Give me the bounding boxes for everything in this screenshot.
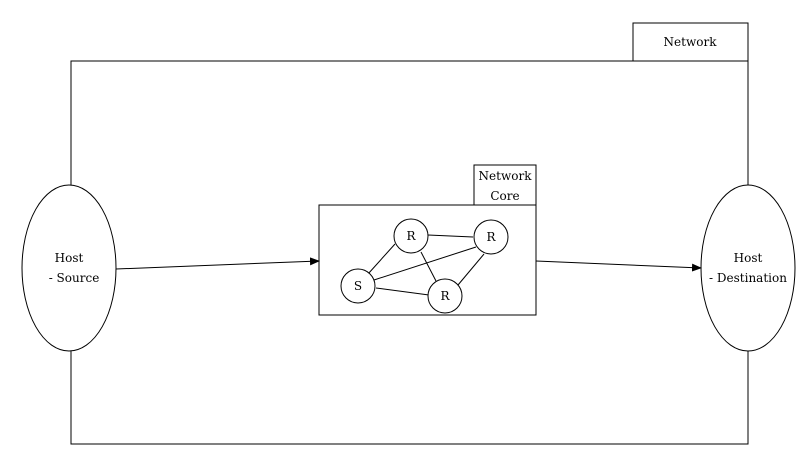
link-r1-s [367, 243, 396, 275]
router-label: R [440, 289, 450, 303]
core-to-destination-arrow [535, 260, 702, 272]
source-host-subtitle: - Source [49, 271, 100, 285]
link-r1-r3 [420, 251, 437, 282]
source-host: Host - Source [21, 184, 117, 352]
network-core-label-line1: Network [479, 169, 533, 183]
network-label-box: Network [632, 22, 749, 62]
source-to-core-arrow [115, 257, 320, 270]
link-s-r3 [375, 287, 430, 296]
source-host-title: Host [55, 251, 84, 265]
link-r1-r2 [427, 234, 474, 238]
router-label: R [406, 229, 416, 243]
router-node: R [427, 278, 463, 314]
network-core-label-line2: Core [490, 189, 519, 203]
destination-host-subtitle: - Destination [709, 271, 787, 285]
switch-label: S [354, 279, 362, 293]
network-core-label-box: Network Core [473, 164, 537, 206]
link-s-r2 [373, 246, 477, 281]
switch-node: S [340, 268, 376, 304]
router-node: R [393, 218, 429, 254]
link-r3-r2 [457, 253, 485, 286]
router-label: R [486, 230, 496, 244]
core-links [367, 234, 485, 296]
destination-host: Host - Destination [700, 184, 796, 352]
destination-host-title: Host [734, 251, 763, 265]
router-node: R [473, 219, 509, 255]
network-label: Network [664, 35, 718, 49]
